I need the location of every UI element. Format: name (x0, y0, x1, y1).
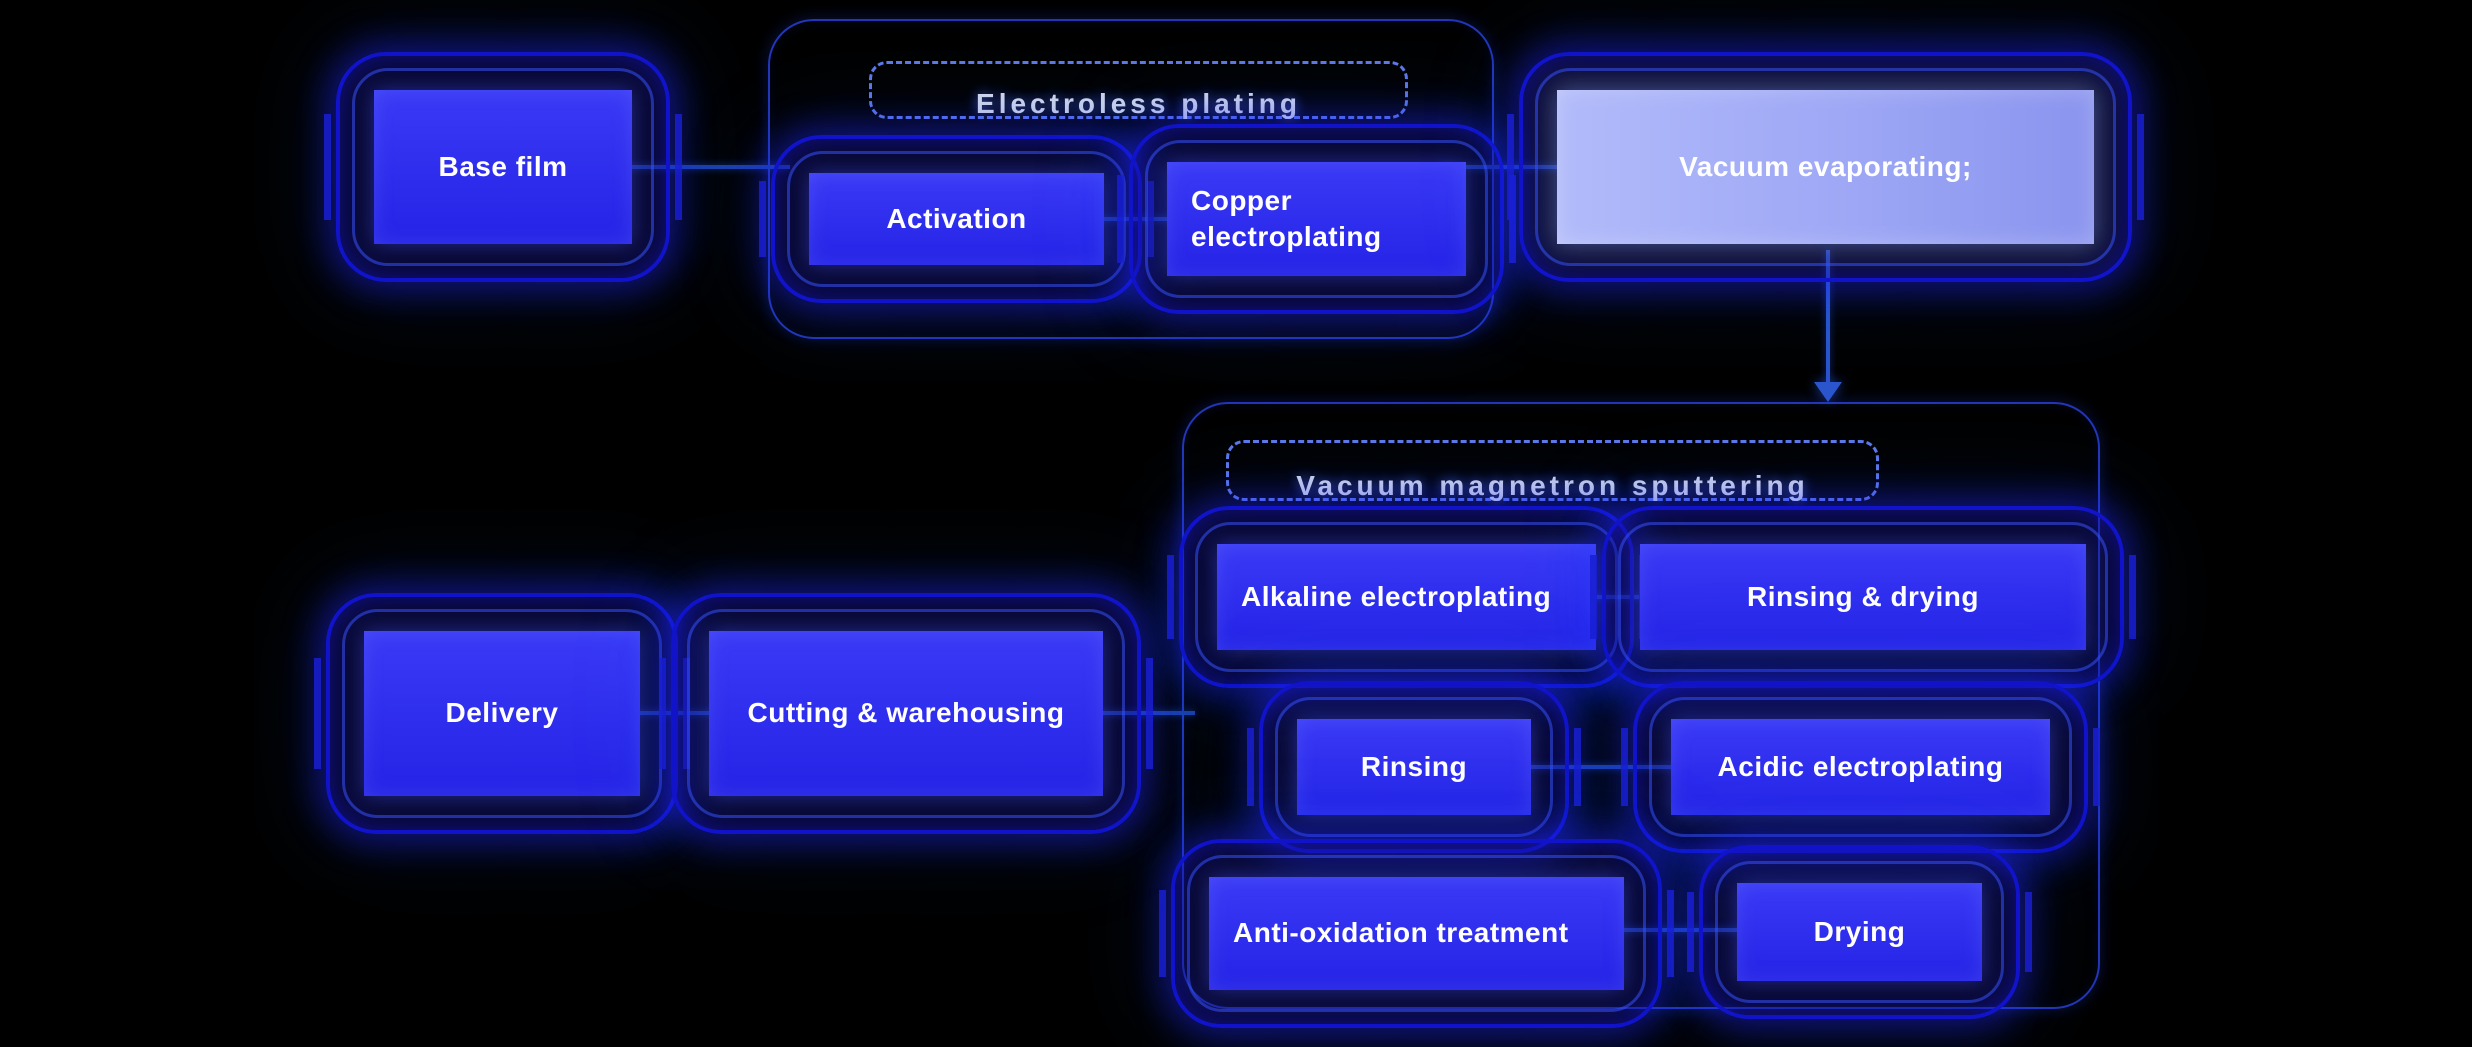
node-activation-label: Activation (886, 202, 1027, 234)
node-rinsing: Rinsing (1247, 681, 1581, 853)
connector-vacuum-down (1826, 250, 1830, 384)
node-anti-oxidation-label: Anti-oxidation treatment (1233, 917, 1569, 949)
node-acidic-electroplating: Acidic electroplating (1621, 681, 2100, 853)
node-delivery-label: Delivery (445, 697, 559, 729)
node-acidic-electroplating-label: Acidic electroplating (1717, 750, 2004, 782)
node-drying: Drying (1687, 845, 2032, 1019)
node-rinsing-label: Rinsing (1360, 750, 1468, 782)
node-base-film-label: Base film (438, 150, 568, 182)
node-delivery: Delivery (314, 593, 690, 834)
group-top-label-box: Electroless plating (869, 61, 1408, 119)
node-activation: Activation (759, 135, 1154, 303)
node-vacuum-evaporating: Vacuum evaporating; (1507, 52, 2144, 282)
group-bottom-label-box: Vacuum magnetron sputtering (1226, 440, 1879, 501)
node-rinsing-drying: Rinsing & drying (1590, 506, 2136, 688)
node-anti-oxidation: Anti-oxidation treatment (1159, 839, 1674, 1028)
connector-group-vacuum (1440, 165, 1580, 169)
group-bottom-label: Vacuum magnetron sputtering (1296, 470, 1809, 501)
group-top-label: Electroless plating (976, 88, 1301, 119)
connector-rinsing-acidic (1520, 765, 1680, 769)
node-copper-electroplating-label: Copper electroplating (1191, 184, 1382, 252)
node-alkaline-electroplating-label: Alkaline electroplating (1241, 580, 1552, 612)
connector-antioxidation-drying (1610, 928, 1750, 932)
connector-basefilm-group (610, 165, 790, 169)
node-alkaline-electroplating: Alkaline electroplating (1167, 506, 1646, 688)
node-rinsing-drying-label: Rinsing & drying (1747, 580, 1979, 612)
arrow-down-icon (1814, 382, 1842, 402)
node-vacuum-evaporating-label: Vacuum evaporating; (1679, 150, 1972, 182)
node-cutting-warehousing-label: Cutting & warehousing (747, 697, 1065, 729)
node-cutting-warehousing: Cutting & warehousing (659, 593, 1153, 834)
group-top-outline (768, 19, 1494, 339)
node-drying-label: Drying (1813, 915, 1906, 947)
node-base-film: Base film (324, 52, 682, 282)
node-copper-electroplating: Copper electroplating (1117, 124, 1516, 314)
